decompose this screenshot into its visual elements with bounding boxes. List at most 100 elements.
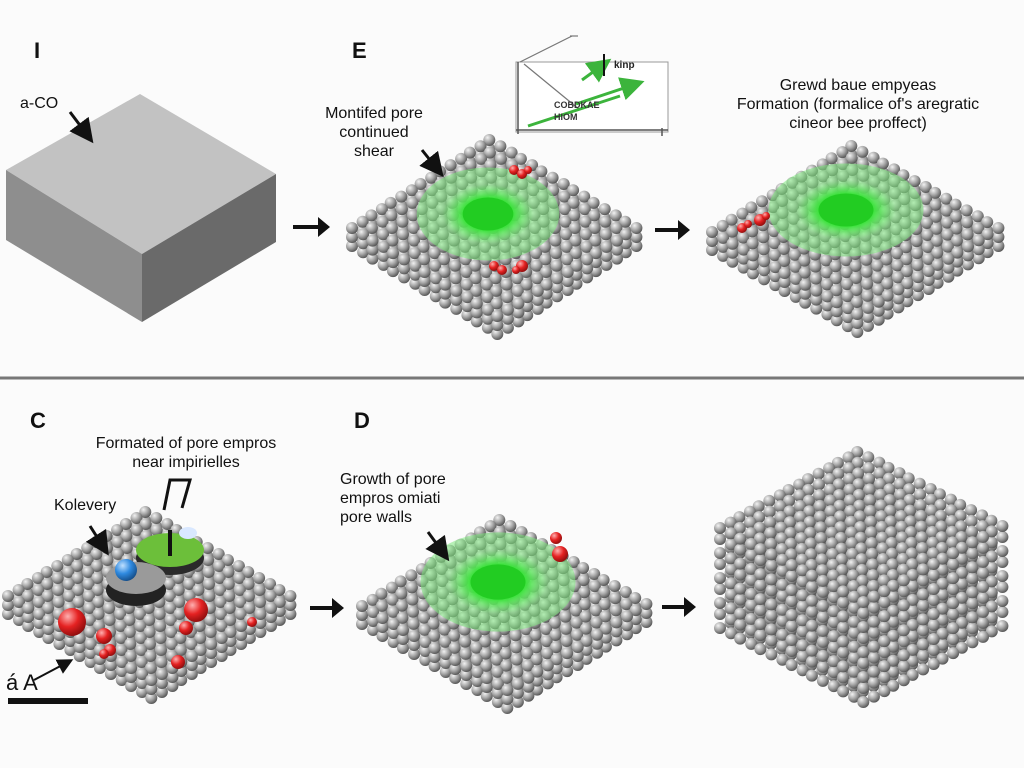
sphere: [816, 649, 829, 662]
sphere: [717, 231, 730, 244]
sphere: [897, 635, 910, 648]
sphere: [134, 620, 147, 632]
sphere: [185, 650, 198, 662]
sphere: [133, 608, 146, 620]
sphere: [853, 488, 865, 501]
sphere: [754, 543, 767, 556]
panel-letter-c: C: [30, 408, 46, 433]
sphere: [747, 249, 759, 262]
sphere: [568, 222, 581, 234]
sphere: [941, 228, 954, 241]
sphere: [725, 577, 737, 590]
sphere: [765, 584, 778, 597]
sphere: [966, 572, 979, 585]
sphere: [950, 234, 963, 247]
sphere: [754, 593, 767, 606]
sphere: [405, 581, 418, 594]
sphere: [878, 685, 891, 698]
sphere: [864, 504, 877, 517]
sphere: [405, 184, 418, 197]
sphere: [757, 243, 770, 256]
sphere: [173, 608, 186, 620]
sphere: [540, 635, 553, 648]
sphere: [745, 623, 758, 636]
defect-sphere: [762, 212, 770, 220]
sphere: [856, 145, 869, 158]
sphere: [885, 547, 898, 560]
sphere: [816, 610, 829, 623]
sphere: [284, 599, 297, 611]
sphere: [848, 676, 861, 689]
sphere: [725, 613, 737, 626]
sphere: [799, 296, 812, 309]
sphere: [906, 668, 919, 681]
sphere: [494, 140, 507, 153]
sphere: [785, 609, 798, 621]
sphere: [32, 596, 45, 608]
sphere: [966, 611, 979, 624]
sphere: [568, 209, 581, 222]
sphere: [996, 570, 1009, 582]
sphere: [511, 284, 524, 297]
sphere: [874, 488, 887, 501]
sphere: [154, 620, 167, 632]
sphere: [747, 258, 759, 271]
sphere: [926, 536, 939, 549]
sphere: [427, 617, 440, 630]
sphere: [863, 472, 876, 485]
sphere: [135, 656, 148, 668]
sphere: [865, 537, 878, 549]
sphere: [754, 554, 767, 567]
sphere: [21, 590, 34, 602]
sphere: [194, 644, 207, 656]
sphere: [429, 272, 442, 285]
defect-sphere: [171, 655, 185, 669]
sphere: [776, 589, 789, 602]
sphere: [829, 260, 842, 273]
sphere: [927, 658, 940, 670]
sphere: [769, 261, 782, 274]
sphere: [254, 596, 266, 608]
sphere: [505, 146, 518, 159]
sphere: [825, 515, 838, 528]
sphere: [550, 259, 563, 272]
sphere: [499, 635, 511, 648]
sphere: [985, 611, 998, 624]
sphere: [714, 622, 726, 634]
sphere: [845, 140, 858, 152]
sphere: [115, 644, 128, 656]
sphere: [897, 624, 910, 637]
sphere: [878, 660, 891, 673]
sphere: [745, 562, 758, 575]
sphere: [531, 302, 544, 315]
sphere: [855, 542, 868, 555]
sphere: [885, 526, 898, 539]
sphere: [460, 266, 473, 278]
sphere: [92, 596, 105, 608]
sphere: [540, 278, 553, 291]
sphere: [795, 532, 808, 545]
sphere: [558, 203, 571, 216]
sphere: [831, 456, 844, 469]
sphere: [947, 558, 960, 571]
sphere: [796, 639, 809, 652]
sphere: [789, 281, 802, 294]
sphere: [560, 635, 573, 647]
sphere: [745, 537, 758, 550]
sphere: [878, 574, 890, 587]
sphere: [481, 291, 494, 304]
sphere: [966, 561, 979, 574]
sphere: [769, 270, 782, 283]
sphere: [13, 596, 25, 608]
sphere: [829, 272, 842, 285]
sphere: [906, 643, 919, 656]
sphere: [882, 472, 895, 485]
sphere: [897, 610, 910, 623]
sphere: [820, 254, 833, 267]
sphere: [120, 530, 133, 542]
sphere: [185, 638, 198, 650]
sphere: [954, 498, 967, 511]
sphere: [725, 552, 737, 565]
sphere: [387, 256, 399, 269]
sphere: [609, 209, 622, 222]
